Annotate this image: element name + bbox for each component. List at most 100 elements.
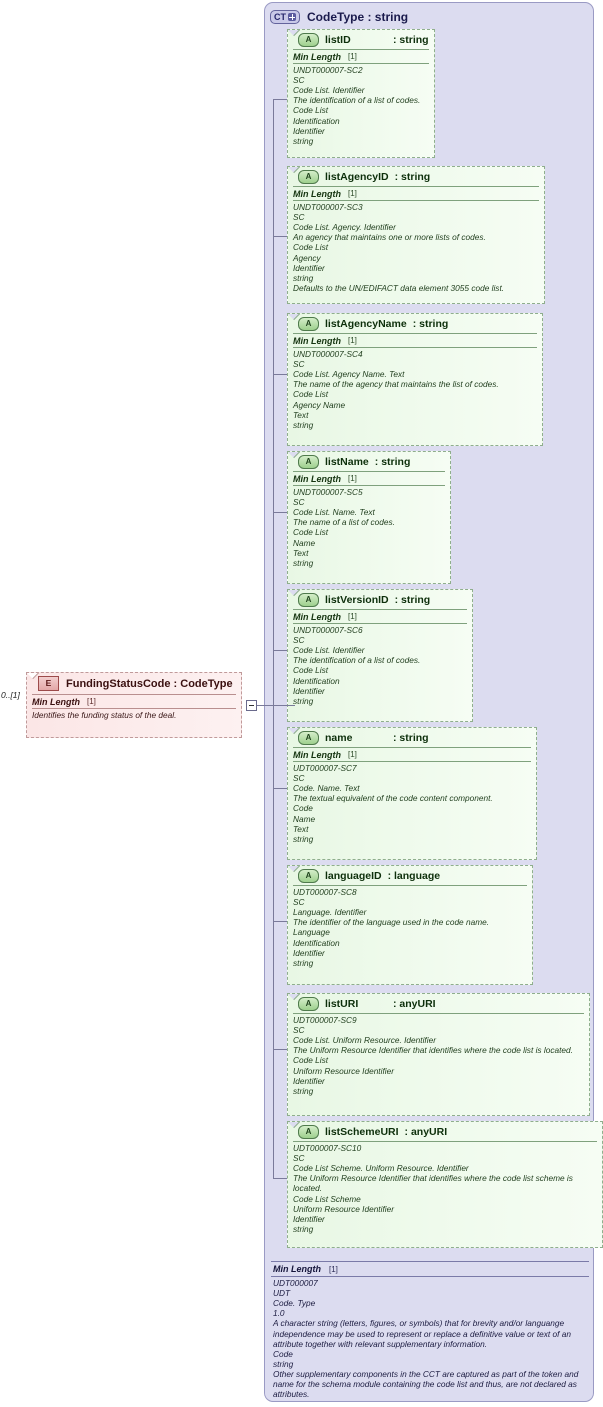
facet-cardinality: [1]	[348, 189, 357, 198]
annotation-line: Identifier	[293, 1213, 325, 1224]
annotation-line: Identification	[293, 115, 340, 126]
facet-label: Min Length	[293, 611, 341, 622]
attribute-box-listuri[interactable]: A listURI : anyURI UDT000007-SC9 SC Code…	[287, 993, 590, 1116]
branch-listuri	[273, 1049, 287, 1050]
attribute-header: A listAgencyName : string	[288, 314, 542, 333]
annotation-line: SC	[293, 1025, 305, 1036]
attribute-box-name[interactable]: A name : string Min Length [1] UDT000007…	[287, 727, 537, 860]
attribute-box-languageid[interactable]: A languageID : language UDT000007-SC8 SC…	[287, 865, 533, 985]
annotation-line: string	[293, 272, 314, 283]
attribute-box-listid[interactable]: A listID : string Min Length [1] UNDT000…	[287, 29, 435, 158]
element-box-fundingstatuscode[interactable]: E FundingStatusCode : CodeType Min Lengt…	[26, 672, 242, 738]
element-annotation: Identifies the funding status of the dea…	[27, 709, 241, 723]
complextype-header: CT CodeType : string	[270, 7, 408, 27]
attribute-annotation: UDT000007-SC8 SC Language. Identifier Th…	[288, 886, 532, 971]
attribute-annotation: UNDT000007-SC2 SC Code List. Identifier …	[288, 64, 434, 149]
annotation-line: Name	[293, 813, 316, 824]
attribute-icon: A	[298, 316, 319, 331]
annotation-line: UDT000007-SC7	[293, 763, 357, 773]
element-cardinality: 0..[1]	[1, 690, 20, 700]
annotation-line: string	[293, 557, 314, 568]
attribute-tree-spine	[273, 99, 274, 1178]
attribute-box-listagencyname[interactable]: A listAgencyName : string Min Length [1]…	[287, 313, 543, 446]
annotation-line: Code	[273, 1348, 293, 1359]
divider	[293, 63, 429, 64]
attribute-icon: A	[298, 169, 319, 184]
annotation-line: UNDT000007-SC5	[293, 487, 363, 497]
divider	[293, 49, 429, 50]
annotation-line: string	[293, 957, 314, 968]
annotation-line: Code List Scheme	[293, 1193, 361, 1204]
attribute-name: listAgencyName	[325, 317, 407, 330]
annotation-line: SC	[293, 1153, 305, 1164]
attribute-box-listschemeuri[interactable]: A listSchemeURI : anyURI UDT000007-SC10 …	[287, 1121, 603, 1248]
annotation-line: The Uniform Resource Identifier that ide…	[293, 1045, 573, 1056]
divider	[293, 186, 539, 187]
annotation-line: Identifies the funding status of the dea…	[32, 710, 177, 720]
attribute-header: A listVersionID : string	[288, 590, 472, 609]
facet-cardinality: [1]	[348, 474, 357, 483]
element-header: E FundingStatusCode : CodeType	[27, 673, 241, 694]
annotation-line: string	[293, 135, 314, 146]
divider	[293, 609, 467, 610]
attribute-annotation: UNDT000007-SC6 SC Code List. Identifier …	[288, 624, 472, 709]
annotation-line: SC	[293, 212, 305, 223]
facet-row: Min Length [1]	[288, 748, 536, 761]
attribute-box-listversionid[interactable]: A listVersionID : string Min Length [1] …	[287, 589, 473, 722]
attribute-annotation: UDT000007-SC9 SC Code List. Uniform Reso…	[288, 1014, 589, 1099]
divider	[293, 333, 537, 334]
attribute-header: A listName : string	[288, 452, 450, 471]
annotation-line: Identifier	[293, 262, 325, 273]
annotation-line: Identification	[293, 937, 340, 948]
attribute-header: A listURI : anyURI	[288, 994, 589, 1013]
complextype-container: CT CodeType : string A listID : string M…	[264, 2, 603, 1402]
attribute-type: : anyURI	[393, 997, 436, 1010]
annotation-line: Code. Type	[273, 1298, 316, 1309]
divider	[293, 200, 539, 201]
annotation-line: Text	[293, 409, 309, 420]
annotation-line: The identification of a list of codes.	[293, 95, 421, 106]
annotation-line: string	[293, 833, 314, 844]
attribute-box-listagencyid[interactable]: A listAgencyID : string Min Length [1] U…	[287, 166, 545, 304]
branch-listagencyid	[273, 236, 287, 237]
annotation-line: Code List	[293, 1055, 329, 1066]
branch-listschemeuri	[273, 1178, 287, 1179]
annotation-line: Identifier	[293, 1075, 325, 1086]
divider	[271, 1276, 589, 1277]
attribute-annotation: UNDT000007-SC5 SC Code List. Name. Text …	[288, 486, 450, 571]
facet-cardinality: [1]	[348, 336, 357, 345]
attribute-name: listURI	[325, 997, 359, 1010]
attribute-type: : string	[374, 455, 411, 468]
annotation-line: Code List. Name. Text	[293, 507, 375, 518]
attribute-icon: A	[298, 1124, 319, 1139]
annotation-line: UNDT000007-SC3	[293, 202, 363, 212]
annotation-line: Identification	[293, 675, 340, 686]
annotation-line: string	[293, 419, 314, 430]
annotation-line: Code List	[293, 105, 329, 116]
divider	[293, 885, 527, 886]
attribute-header: A name : string	[288, 728, 536, 747]
attribute-header: A listID : string	[288, 30, 434, 49]
attribute-box-listname[interactable]: A listName : string Min Length [1] UNDT0…	[287, 451, 451, 584]
annotation-line: Agency Name	[293, 399, 346, 410]
annotation-line: SC	[293, 635, 305, 646]
expand-collapse-toggle[interactable]	[246, 700, 257, 711]
annotation-line: Language. Identifier	[293, 907, 367, 918]
annotation-line: UNDT000007-SC2	[293, 65, 363, 75]
annotation-line: Code List. Identifier	[293, 85, 365, 96]
annotation-line: The identification of a list of codes.	[293, 655, 421, 666]
annotation-line: SC	[293, 75, 305, 86]
complextype-expand-icon[interactable]: CT	[270, 10, 300, 24]
annotation-line: UDT000007	[273, 1278, 318, 1288]
attribute-name: languageID	[325, 869, 382, 882]
attribute-name: listAgencyID	[325, 170, 389, 183]
divider	[293, 623, 467, 624]
facet-cardinality: [1]	[329, 1264, 338, 1274]
divider	[293, 1141, 597, 1142]
branch-listversionid	[273, 650, 287, 651]
attribute-type: : string	[393, 731, 429, 744]
annotation-line: Agency	[293, 252, 321, 263]
attribute-type: : string	[394, 170, 431, 183]
annotation-line: A character string (letters, figures, or…	[273, 1318, 571, 1349]
